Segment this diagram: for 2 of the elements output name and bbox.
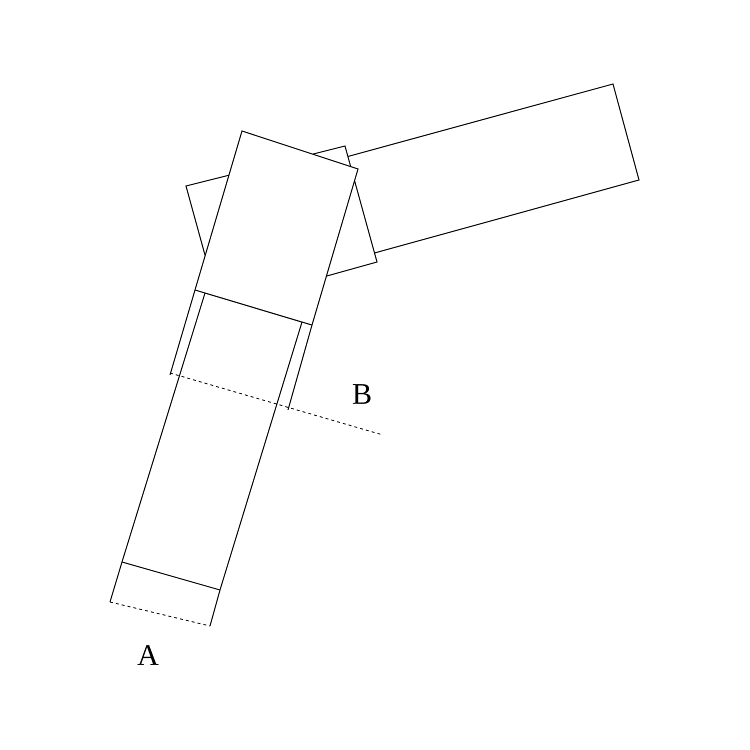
- letter-label: B: [352, 384, 371, 404]
- letter-label: A: [137, 645, 159, 665]
